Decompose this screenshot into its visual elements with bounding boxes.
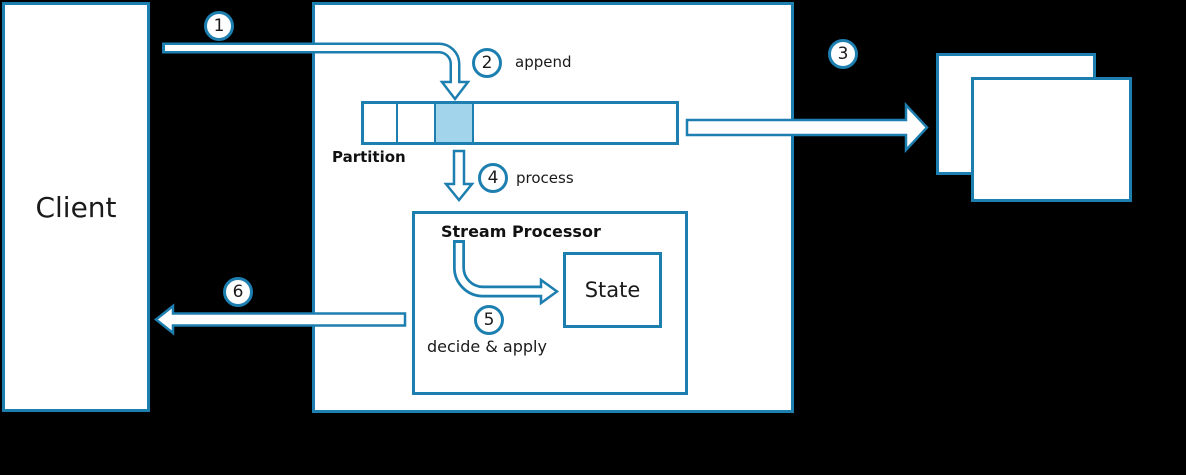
step-label-process: process	[516, 169, 574, 187]
step-number: 2	[481, 53, 493, 73]
step-label-append: append	[515, 53, 572, 71]
step-number: 4	[487, 168, 499, 188]
partition-cell	[398, 104, 436, 142]
client-node: Client	[2, 2, 150, 412]
partition-label: Partition	[332, 148, 406, 166]
state-node: State	[563, 252, 662, 328]
step-number: 5	[483, 310, 495, 330]
state-label: State	[584, 278, 641, 302]
step-number: 6	[232, 282, 244, 302]
step-label-decide-apply: decide & apply	[427, 337, 547, 356]
stream-processor-label: Stream Processor	[441, 222, 601, 241]
step-number: 3	[837, 44, 849, 64]
step-badge-2: 2	[472, 48, 502, 78]
stacked-box-front	[971, 77, 1132, 202]
partition-cell-tail	[474, 104, 676, 142]
step-badge-4: 4	[478, 163, 508, 193]
step-badge-5: 5	[474, 305, 504, 335]
partition-cell	[364, 104, 398, 142]
step-badge-6: 6	[223, 277, 253, 307]
step-badge-3: 3	[828, 39, 858, 69]
partition-cell-highlighted	[436, 104, 474, 142]
step-number: 1	[213, 16, 225, 36]
step-badge-1: 1	[204, 11, 234, 41]
partition-node	[361, 101, 679, 145]
client-label: Client	[35, 190, 117, 224]
